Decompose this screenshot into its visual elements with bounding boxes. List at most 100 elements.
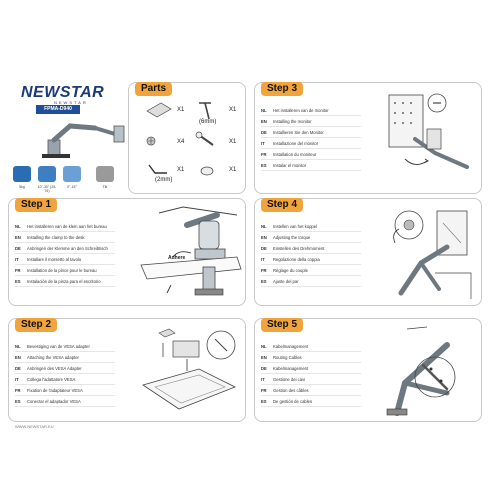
step-1-panel: Step 1 NL Het installeren van de klem aan… [8,198,246,306]
spec-label: Tilt [102,185,108,189]
screen-size-icon [38,166,56,182]
lang-text: Installazione del monitor [273,140,319,146]
lang-code: NL [261,343,267,349]
step-4-languages: NL Instellen van het koppel EN Adjusting t… [261,221,361,287]
parts-drawings [146,102,214,176]
step-4-title: Step 4 [261,198,304,212]
lang-code: FR [261,267,267,273]
lang-text: Conectar el adaptador VESA [27,398,81,404]
weight-icon [13,166,31,182]
step-1-illustration [140,206,242,296]
lang-text: Kabelmanagement [273,365,309,371]
lang-text: Het installeren van de monitor [273,107,329,113]
lang-text: Instalación de la pinza para el escritor… [27,278,101,284]
lang-text: Routing Cables [273,354,302,360]
lang-code: FR [261,151,267,157]
lang-code: EN [261,234,267,240]
parts-title: Parts [135,82,173,96]
lang-text: Attaching the VESA adapter [27,354,79,360]
lang-text: Collega l'adattatore VESA [27,376,76,382]
adhere-callout: Adhere [168,255,186,261]
lang-code: ES [261,398,267,404]
lang-text: Anbringen des VESA Adapter [27,365,82,371]
step-3-panel: Step 3 NL Het installeren van de monitor … [254,82,482,194]
lang-code: DE [15,365,21,371]
spec-label: 5kg [19,185,25,189]
lang-code: EN [261,354,267,360]
step-5-panel: Step 5 NL Kabelmanagement EN Routing Cable… [254,318,482,422]
lang-text: Het installeren van de klem aan het bure… [27,223,107,229]
step-3-illustration [388,93,469,169]
lang-text: Gestione dei cavi [273,376,306,382]
lang-text: Einstellen des Drehmoment [273,245,325,251]
lang-text: Installing the monitor [273,118,312,124]
lang-code: DE [261,365,267,371]
step-3-title: Step 3 [261,82,304,96]
spec-label: 10"-30" (25-76) [37,185,57,193]
lang-code: NL [15,223,21,229]
lang-text: Installing the clamp to the desk [27,234,85,240]
lang-text: Adjusting the torque [273,234,311,240]
lang-code: ES [261,162,267,168]
lang-text: Regolazione della coppia [273,256,320,262]
part-qty: X1 [177,107,185,113]
part-note: (2mm) [155,177,173,183]
tilt-icon [96,166,114,182]
lang-code: FR [261,387,267,393]
lang-code: DE [261,245,267,251]
product-illustration [42,123,125,158]
step-3-languages: NL Het installeren van de monitor EN Insta… [261,105,361,171]
tilt-angle-icon [63,166,81,182]
lang-code: ES [261,278,267,284]
lang-text: Installation du moniteur [273,151,317,157]
lang-text: De gestión de cables [273,398,313,404]
lang-code: DE [261,129,267,135]
lang-code: DE [15,245,21,251]
lang-code: NL [261,107,267,113]
lang-text: Installieren Sie den Monitor [273,129,324,135]
step-2-panel: Step 2 NL Bevestiging van de VESA adapter… [8,318,246,422]
lang-text: Installare il morsetto al tavolo [27,256,82,262]
brand-sub: NEWSTAR [54,100,88,105]
lang-text: Anbringen der Klemme an den Schreibtisch [27,245,108,251]
lang-code: IT [261,140,265,146]
step-5-title: Step 5 [261,318,304,332]
part-qty: X4 [177,139,185,145]
parts-panel: Parts X1 X1 (6mm) X4 X1 X1 (2mm) X1 [128,82,246,194]
part-qty: X1 [229,107,237,113]
brand-logo: NEWSTAR [21,84,105,101]
part-note: (6mm) [199,119,217,125]
lang-code: EN [261,118,267,124]
step-2-title: Step 2 [15,318,58,332]
model-badge: FPMA-D940 [36,105,80,114]
lang-code: EN [15,354,21,360]
footer-url: WWW.NEWSTAR.EU [15,424,54,429]
part-qty: X1 [229,167,237,173]
lang-text: Bevestiging van de VESA adapter [27,343,90,349]
lang-text: Gestion des câbles [273,387,309,393]
lang-text: Réglage du couple [273,267,308,273]
step-1-title: Step 1 [15,198,58,212]
lang-code: EN [15,234,21,240]
step-4-illustration [393,210,472,299]
lang-code: FR [15,267,21,273]
lang-code: NL [15,343,21,349]
lang-text: Installation de la pince pour le bureau [27,267,97,273]
step-4-panel: Step 4 NL Instellen van het koppel EN Adju… [254,198,482,306]
lang-code: ES [15,278,21,284]
spec-label: 0°-15° [67,185,77,189]
part-qty: X1 [229,139,237,145]
lang-code: IT [261,256,265,262]
lang-text: Instellen van het koppel [273,223,317,229]
lang-text: Ajuste del par [273,278,299,284]
lang-code: NL [261,223,267,229]
part-qty: X1 [177,167,185,173]
lang-text: Instalar el monitor [273,162,307,168]
lang-code: IT [15,256,19,262]
lang-code: ES [15,398,21,404]
step-5-illustration [386,326,456,416]
step-2-languages: NL Bevestiging van de VESA adapter EN Atta… [15,341,115,407]
step-1-languages: NL Het installeren van de klem aan het bu… [15,221,115,287]
